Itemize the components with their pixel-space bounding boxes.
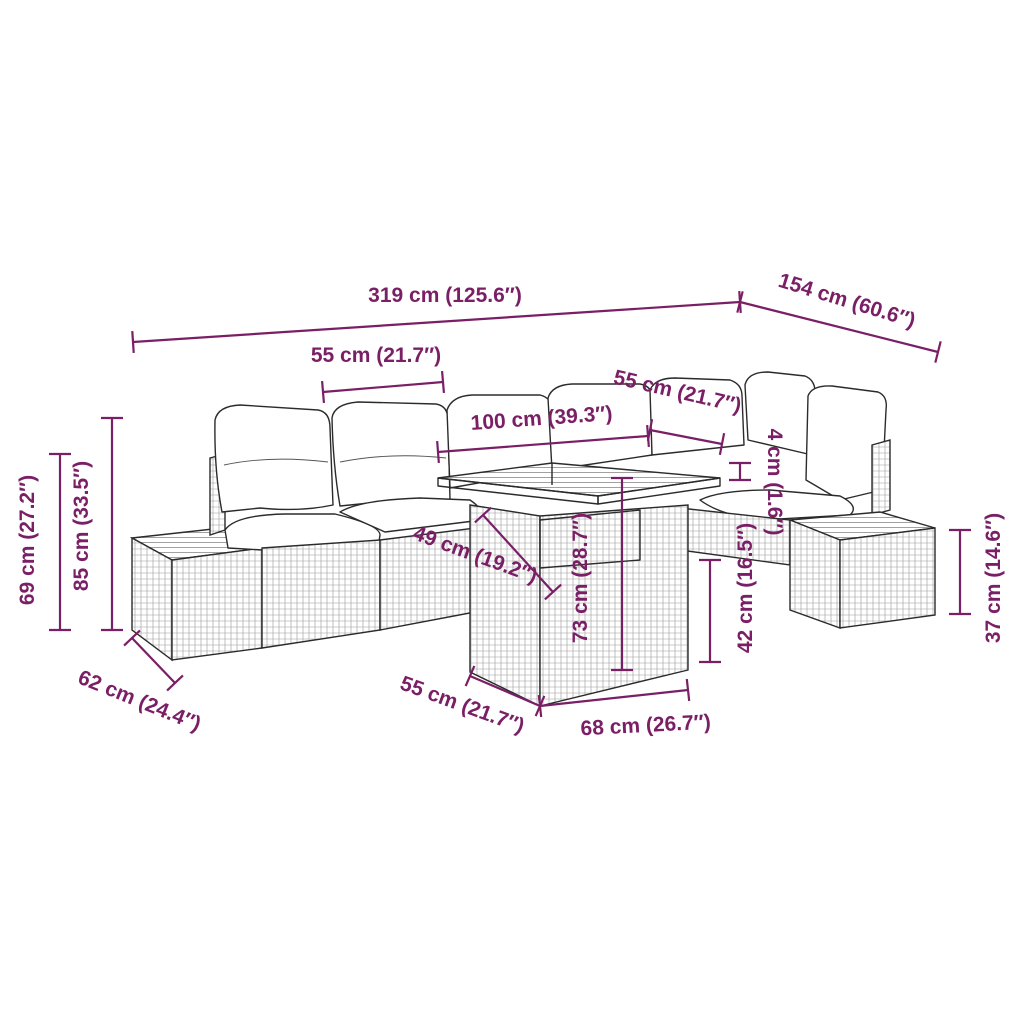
sofa-depth-line (123, 629, 184, 692)
right-armrest (871, 439, 891, 516)
back-cushions (214, 371, 888, 513)
table-height-line (611, 476, 633, 672)
table-height-label: 73 cm (28.7″) (569, 513, 592, 643)
table-gap-label: 4 cm (1.6″) (763, 429, 786, 536)
dining-table (437, 462, 721, 708)
armrest-height-line (49, 452, 71, 632)
right-ottoman (789, 511, 936, 629)
seat-width-label: 55 cm (21.7″) (311, 344, 441, 367)
dimension-lines (49, 290, 971, 718)
corner-depth-label: 154 cm (60.6″) (776, 269, 919, 333)
furniture-illustration (129, 371, 936, 708)
table-width-label: 68 cm (26.7″) (580, 711, 711, 741)
ottoman-height-line (949, 528, 971, 616)
left-ottoman (129, 527, 265, 662)
armrest-height-label: 69 cm (27.2″) (16, 475, 39, 605)
table-base-height-label: 42 cm (16.5″) (734, 523, 757, 653)
corner-seat-width-line (646, 418, 726, 456)
sofa-base (261, 507, 791, 649)
table-base-height-line (699, 558, 721, 664)
table-width-line (537, 678, 691, 718)
seat-width-line (320, 370, 446, 404)
overall-width-label: 319 cm (125.6″) (368, 284, 522, 307)
ottoman-height-label: 37 cm (14.6″) (982, 513, 1005, 643)
seat-cushions (224, 489, 854, 552)
table-gap-line (729, 461, 751, 482)
seat-depth-line (474, 506, 562, 601)
sofa-depth-label: 62 cm (24.4″) (75, 666, 204, 736)
corner-depth-line (736, 291, 942, 363)
back-height-line (101, 416, 123, 632)
back-height-label: 85 cm (33.5″) (70, 461, 93, 591)
